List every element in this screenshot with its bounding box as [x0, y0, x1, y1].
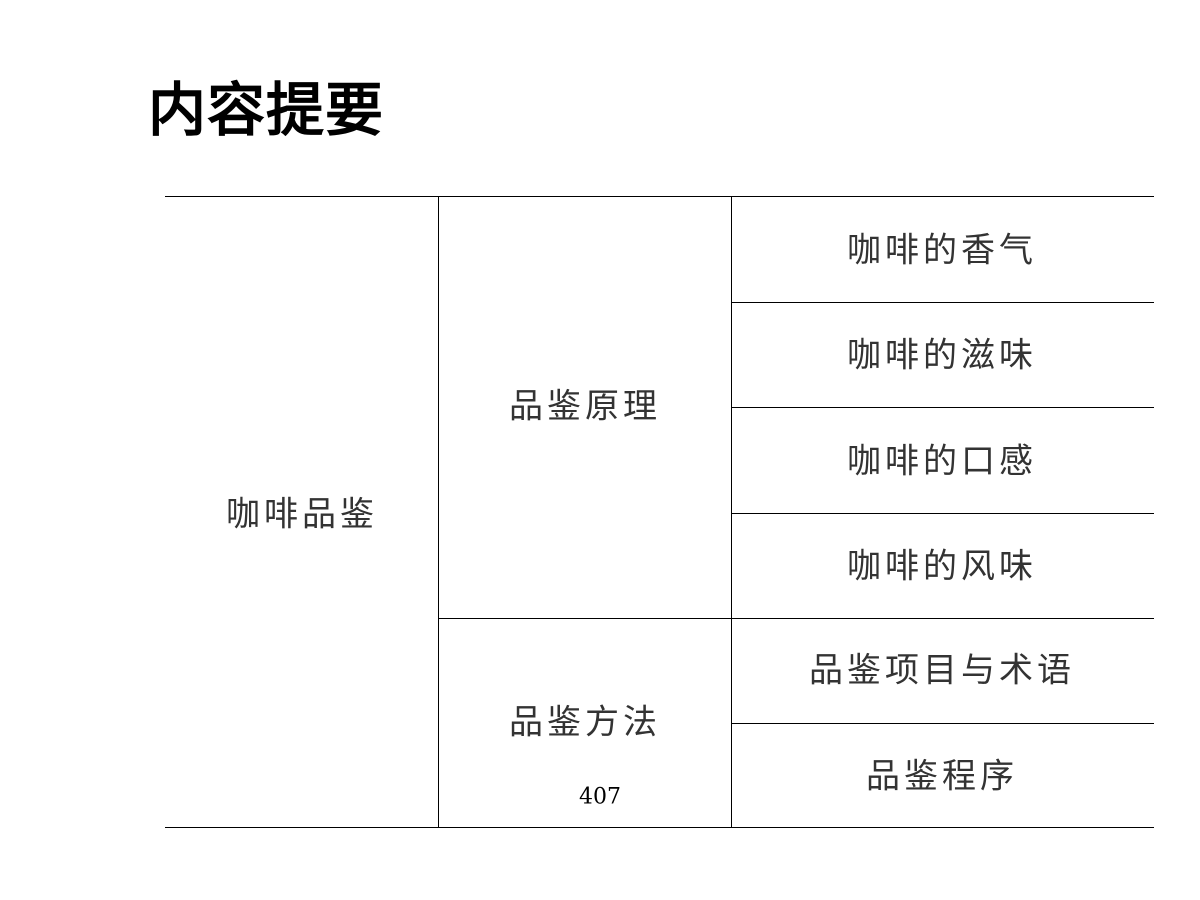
outline-table: 咖啡品鉴 品鉴原理 品鉴方法 咖啡的香气 咖啡的滋味 咖啡的口感 咖啡的风味 品… [165, 196, 1154, 828]
column-divider-2 [731, 197, 732, 827]
column-divider-1 [438, 197, 439, 827]
branch-label-methods: 品鉴方法 [509, 702, 661, 743]
row-divider-3 [731, 513, 1154, 514]
row-divider-5 [731, 723, 1154, 724]
leaf-item: 咖啡的口感 [847, 441, 1037, 482]
row-divider-1 [731, 302, 1154, 303]
row-divider-2 [731, 407, 1154, 408]
outline-root-label: 咖啡品鉴 [226, 494, 378, 535]
leaf-item: 品鉴项目与术语 [809, 650, 1075, 691]
leaf-item: 咖啡的香气 [847, 230, 1037, 271]
page-number: 407 [579, 784, 621, 810]
branch-label-principles: 品鉴原理 [509, 386, 661, 427]
leaf-item: 咖啡的风味 [847, 546, 1037, 587]
leaf-item: 咖啡的滋味 [847, 335, 1037, 376]
page-title: 内容提要 [148, 76, 385, 144]
branch-divider [438, 618, 1154, 619]
leaf-item: 品鉴程序 [866, 756, 1018, 797]
